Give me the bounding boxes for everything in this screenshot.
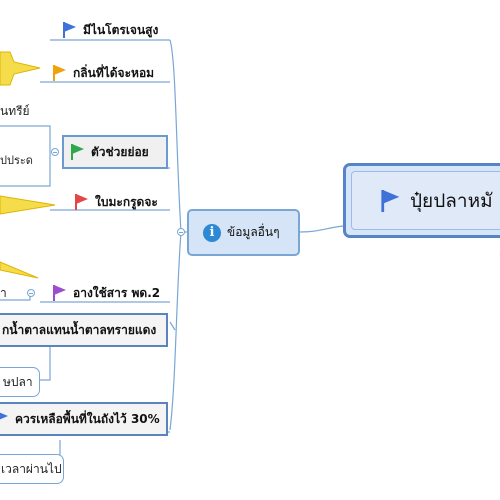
collapse-toggle[interactable]	[27, 289, 35, 297]
flag-icon	[0, 412, 8, 420]
flag-icon	[71, 144, 84, 160]
flag-icon	[381, 189, 400, 212]
branch-label: เวลาผ่านไป	[1, 461, 62, 476]
info-topic-label: ข้อมูลอื่นๆ	[227, 225, 280, 239]
branch-label: นทรีย์	[0, 103, 30, 118]
branch-label: ษปลา	[3, 374, 33, 389]
branch-label: ตัวช่วยย่อย	[91, 144, 149, 159]
branch-label: า	[0, 285, 7, 300]
collapse-toggle[interactable]	[51, 148, 59, 156]
branch-label: ใบมะกรูดจะ	[95, 194, 158, 209]
branch-topic[interactable]: นทรีย์	[0, 101, 30, 121]
branch-topic[interactable]: ควรเหลือพื้นที่ในถังไว้ 30%	[0, 402, 168, 436]
branch-topic[interactable]: ตัวช่วยย่อย	[62, 135, 168, 169]
branch-label: กลิ่นที่ได้จะหอม	[73, 65, 155, 80]
branch-label: กน้ำตาลแทนน้ำตาลทรายแดง	[2, 322, 157, 337]
collapse-toggle[interactable]	[177, 228, 185, 236]
flag-icon	[75, 194, 88, 210]
info-icon: i	[203, 223, 221, 242]
branch-label: ปประด	[0, 154, 33, 167]
branch-label: ควรเหลือพื้นที่ในถังไว้ 30%	[15, 411, 160, 426]
root-topic-label: ปุ๋ยปลาหมั	[410, 189, 493, 212]
branch-topic[interactable]: า	[0, 283, 7, 303]
flag-icon	[53, 285, 66, 301]
branch-topic[interactable]: มีไนโตรเจนสูง	[62, 20, 158, 40]
branch-topic[interactable]: กน้ำตาลแทนน้ำตาลทรายแดง	[0, 313, 168, 347]
flag-icon	[63, 22, 76, 38]
branch-topic[interactable]: อางใช้สาร พด.2	[52, 283, 160, 303]
branch-topic[interactable]: กลิ่นที่ได้จะหอม	[52, 63, 154, 83]
info-topic[interactable]: i ข้อมูลอื่นๆ	[187, 209, 300, 256]
root-topic[interactable]: ปุ๋ยปลาหมั	[343, 163, 500, 238]
branch-topic[interactable]: ปประด	[0, 150, 33, 170]
root-topic-inner	[351, 171, 500, 230]
branch-topic[interactable]: เวลาผ่านไป	[0, 454, 64, 484]
branch-topic[interactable]: ใบมะกรูดจะ	[74, 192, 158, 212]
branch-label: มีไนโตรเจนสูง	[83, 22, 159, 37]
flag-icon	[53, 65, 66, 81]
branch-label: อางใช้สาร พด.2	[73, 285, 161, 300]
branch-topic[interactable]: ษปลา	[0, 367, 40, 397]
